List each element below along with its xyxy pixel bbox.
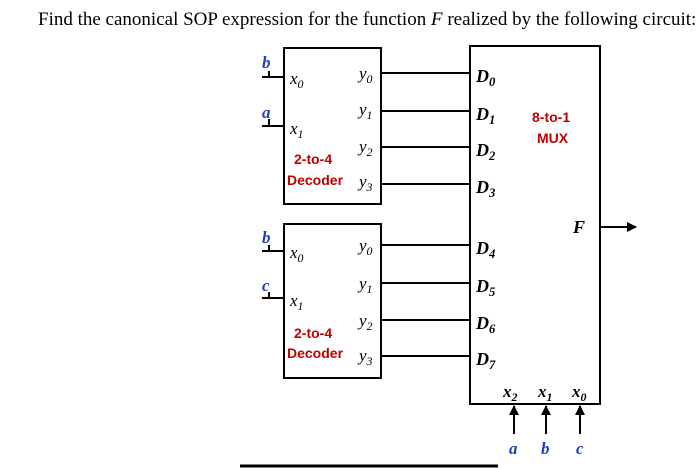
decoder-top-pin-y3: y3 — [357, 172, 373, 194]
decoder-bottom-box — [283, 223, 382, 379]
mux-input-d3: D3 — [475, 177, 495, 200]
mux-select-signal-a: a — [509, 439, 518, 458]
decoder-bottom-pin-y3: y3 — [357, 346, 373, 368]
decoder-top-title-line2: Decoder — [287, 172, 344, 188]
mux-input-d0: D0 — [475, 66, 496, 89]
decoder-bottom-title-line2: Decoder — [287, 345, 344, 361]
decoder-bottom: b c x0 x1 y0 y1 y2 y3 2-to-4 Decoder — [262, 223, 382, 379]
decoder-top-pin-y2: y2 — [357, 137, 373, 159]
mux-box — [469, 45, 601, 405]
decoder-top-pin-x0: x0 — [289, 69, 304, 91]
decoder-bottom-title-line1: 2-to-4 — [294, 325, 332, 341]
decoder-bottom-pin-y0: y0 — [357, 236, 373, 258]
decoder-bottom-pin-x1: x1 — [289, 291, 304, 313]
decoder-top-title-line1: 2-to-4 — [294, 151, 332, 167]
mux-input-d1: D1 — [475, 104, 495, 127]
question-function-name: F — [430, 9, 443, 30]
question-text: Find the canonical SOP expression for th… — [38, 9, 698, 31]
decoder-bottom-signal-b: b — [262, 228, 271, 247]
question-prefix: Find the canonical SOP expression for th… — [38, 9, 431, 30]
decoder-bottom-pin-x0: x0 — [289, 243, 304, 265]
decoder-top-signal-a: a — [262, 103, 271, 122]
decoder-top-pin-x1: x1 — [289, 119, 304, 141]
mux-select-signal-c: c — [576, 439, 584, 458]
mux: D0 D1 D2 D3 D4 D5 D6 D7 8-to-1 MUX F x2 … — [469, 45, 637, 458]
mux-title-line1: 8-to-1 — [532, 109, 570, 125]
mux-input-d4: D4 — [475, 238, 495, 261]
decoder-top-pin-y1: y1 — [357, 100, 373, 122]
mux-title-line2: MUX — [537, 130, 569, 146]
decoder-top-signal-b: b — [262, 53, 271, 72]
decoder-top-pin-y0: y0 — [357, 64, 373, 86]
decoder-bottom-pin-y2: y2 — [357, 311, 373, 333]
decoder-top: b a x0 x1 y0 y1 y2 y3 2-to-4 Decoder — [262, 47, 382, 205]
mux-select-pin-x1: x1 — [537, 382, 552, 404]
mux-input-d7: D7 — [475, 349, 496, 372]
mux-select-pin-x0: x0 — [571, 382, 587, 404]
mux-input-d6: D6 — [475, 313, 496, 336]
decoder-bottom-signal-c: c — [262, 276, 270, 295]
mux-input-d2: D2 — [475, 140, 496, 163]
decoder-to-mux-wires — [381, 72, 470, 357]
question-suffix: realized by the following circuit: — [442, 9, 697, 30]
mux-select-signal-b: b — [541, 439, 550, 458]
mux-output-label: F — [572, 217, 585, 237]
decoder-bottom-pin-y1: y1 — [357, 274, 373, 296]
mux-select-pin-x2: x2 — [502, 382, 518, 404]
mux-input-d5: D5 — [475, 276, 495, 299]
